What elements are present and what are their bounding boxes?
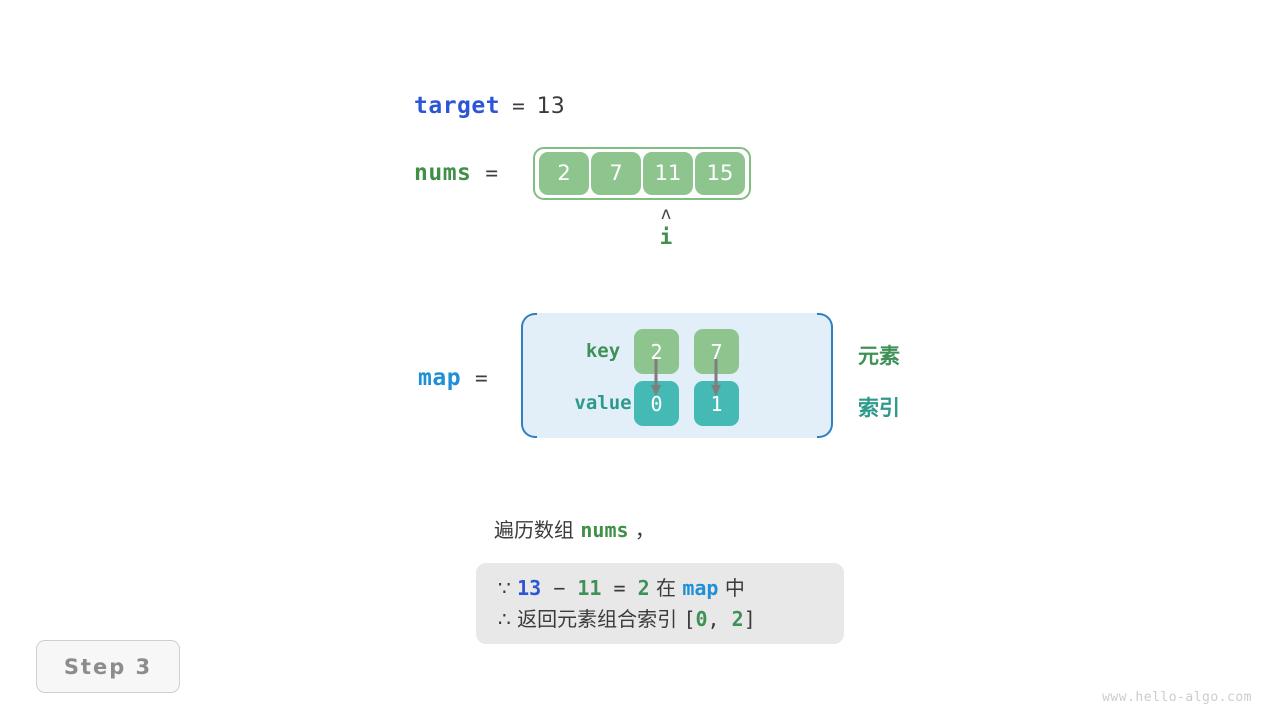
map-variable-name: map <box>418 365 462 391</box>
caret-up-icon: ʌ <box>660 204 672 224</box>
map-value-cell: 1 <box>694 381 739 426</box>
operand-current: 11 <box>577 576 602 600</box>
caption-code-nums: nums <box>580 518 629 542</box>
index-pointer-label: i <box>659 225 673 249</box>
target-value: 13 <box>536 94 565 119</box>
operand-complement: 2 <box>637 576 650 600</box>
nums-assignment-line: nums = <box>414 160 498 186</box>
result-index-0: 0 <box>695 607 708 631</box>
explanation-line-2: ∴ 返回元素组合索引 [ 0 , 2 ] <box>498 604 822 635</box>
caption-suffix: ， <box>628 518 655 542</box>
in-word: 在 <box>655 576 676 600</box>
result-text: 返回元素组合索引 <box>517 607 678 631</box>
map-key-cell: 7 <box>694 329 739 374</box>
equals-operator: = <box>613 576 626 600</box>
nums-cell: 15 <box>695 152 745 195</box>
map-container: key value 2 7 0 1 <box>521 313 833 438</box>
map-right-bracket-icon <box>817 313 833 438</box>
explanation-box: ∵ 13 − 11 = 2 在 map 中 ∴ 返回元素组合索引 [ 0 , 2… <box>476 563 844 644</box>
map-key-row-label: key <box>585 340 621 362</box>
nums-equals-sign: = <box>485 161 499 185</box>
bracket-close: ] <box>743 607 756 631</box>
target-assignment-line: target = 13 <box>414 93 565 119</box>
nums-cell: 2 <box>539 152 589 195</box>
map-assignment-line: map = <box>418 365 488 391</box>
nums-cell: 7 <box>591 152 641 195</box>
explanation-line-1: ∵ 13 − 11 = 2 在 map 中 <box>498 573 822 604</box>
map-element-side-label: 元素 <box>858 344 900 368</box>
therefore-symbol: ∴ <box>498 607 511 631</box>
map-value-row-label: value <box>574 392 632 414</box>
operand-target: 13 <box>517 576 542 600</box>
caption-line: 遍历数组 nums ， <box>494 514 655 543</box>
map-equals-sign: = <box>475 366 488 390</box>
map-index-side-label: 索引 <box>858 396 900 420</box>
target-equals-sign: = <box>512 94 525 118</box>
nums-variable-name: nums <box>414 160 472 186</box>
map-keyword: map <box>682 576 719 600</box>
map-value-cell: 0 <box>634 381 679 426</box>
map-left-bracket-icon <box>521 313 537 438</box>
nums-array-container: 2 7 11 15 <box>533 147 751 200</box>
target-variable-name: target <box>414 93 501 119</box>
result-index-1: 2 <box>731 607 744 631</box>
nums-cell: 11 <box>643 152 693 195</box>
because-symbol: ∵ <box>498 576 511 600</box>
minus-operator: − <box>553 576 566 600</box>
result-comma: , <box>707 607 720 631</box>
bracket-open: [ <box>683 607 696 631</box>
caption-prefix: 遍历数组 <box>494 518 581 542</box>
step-badge: Step 3 <box>36 640 180 693</box>
map-key-cell: 2 <box>634 329 679 374</box>
watermark: www.hello-algo.com <box>1102 690 1252 705</box>
index-pointer: ʌ i <box>640 206 692 252</box>
middle-word: 中 <box>724 576 745 600</box>
